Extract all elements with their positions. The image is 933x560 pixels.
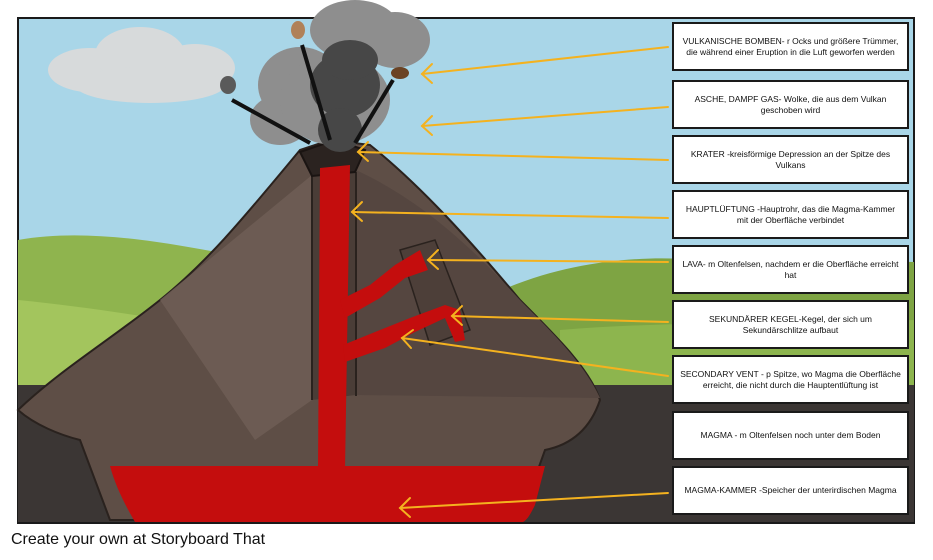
volcanic-bombs [220,21,409,145]
secondary-vent-lower [343,305,465,362]
label-volcanic-bombs: VULKANISCHE BOMBEN- r Ocks und größere T… [672,22,909,71]
label-main-vent: HAUPTLÜFTUNG -Hauptrohr, das die Magma-K… [672,190,909,239]
magma-chamber [110,466,545,522]
arrow-3 [357,151,669,161]
secondary-vent-upper [340,250,428,318]
label-magma: MAGMA - m Oltenfelsen noch unter dem Bod… [672,411,909,460]
arrow-2 [421,106,669,127]
main-vent [318,165,350,470]
pointer-arrows [350,46,669,518]
label-secondary-vent: SECONDARY VENT - p Spitze, wo Magma die … [672,355,909,404]
label-magma-chamber: MAGMA-KAMMER -Speicher der unterirdische… [672,466,909,515]
label-secondary-cone: SEKUNDÄRER KEGEL-Kegel, der sich um Seku… [672,300,909,349]
arrow-4 [351,211,669,219]
arrow-7 [401,337,669,377]
label-crater: KRATER -kreisförmige Depression an der S… [672,135,909,184]
label-lava: LAVA- m Oltenfelsen, nachdem er die Ober… [672,245,909,294]
arrow-9 [399,492,669,509]
arrow-5 [427,259,669,263]
cloud [48,27,235,103]
ash-cloud-dark [310,40,380,152]
storyboard-that-link[interactable]: Create your own at Storyboard That [11,531,266,548]
arrow-6 [451,315,669,323]
label-ash-steam-gas: ASCHE, DAMPF GAS- Wolke, die aus dem Vul… [672,80,909,129]
arrow-1 [421,46,669,75]
cone-front-face [160,175,312,440]
